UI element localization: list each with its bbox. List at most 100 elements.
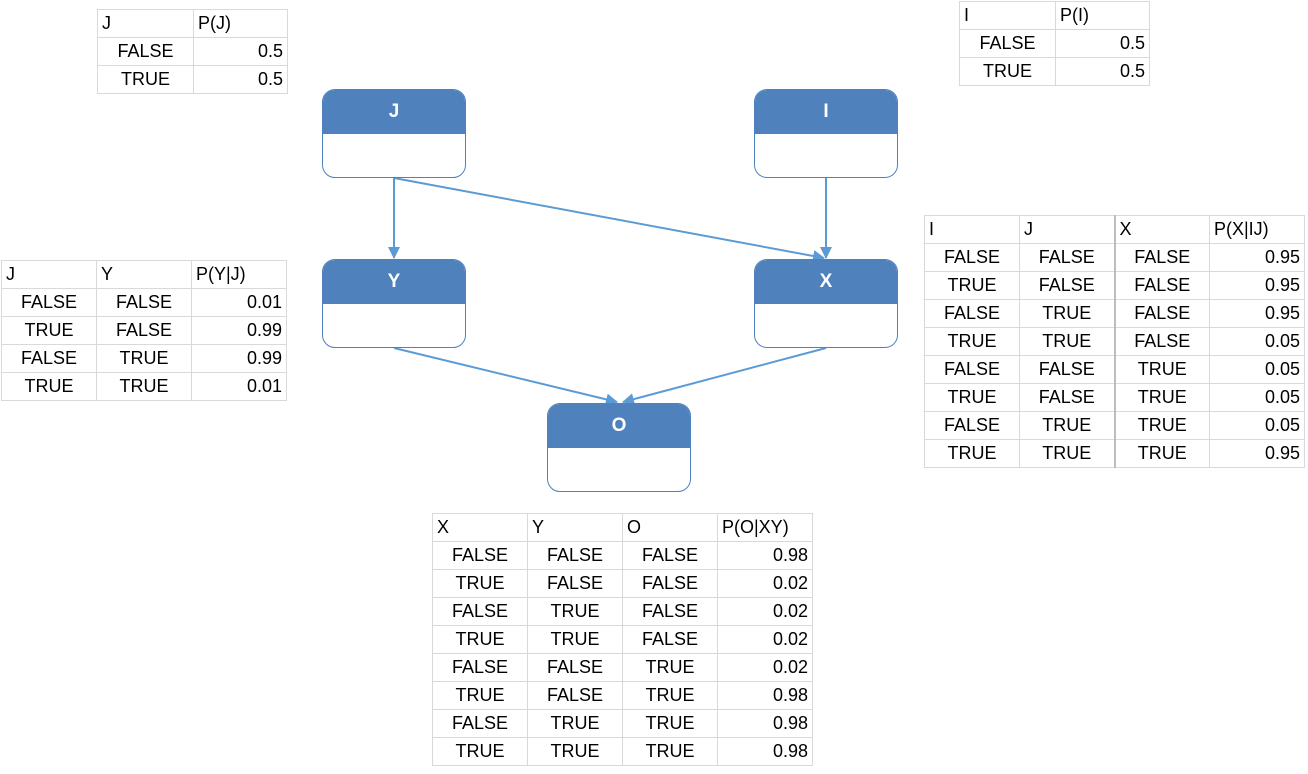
table-row: TRUE 0.5	[959, 57, 1150, 86]
header-cell: X	[432, 513, 528, 542]
node-y-label: Y	[323, 260, 465, 304]
probability-cell: 0.98	[717, 541, 813, 570]
table-cell: TRUE	[527, 737, 623, 766]
table-cell: TRUE	[432, 569, 528, 598]
table-cell: TRUE	[1, 316, 97, 345]
node-j-label: J	[323, 90, 465, 134]
table-row: FALSE TRUE FALSE 0.95	[924, 299, 1305, 328]
table-cell: TRUE	[1019, 439, 1115, 468]
probability-cell: 0.05	[1209, 383, 1305, 412]
header-cell: P(I)	[1055, 1, 1150, 30]
probability-cell: 0.98	[717, 737, 813, 766]
table-cell: FALSE	[924, 299, 1020, 328]
table-cell: TRUE	[622, 737, 718, 766]
edge-y-to-o	[393, 347, 618, 406]
node-o: O	[547, 403, 691, 492]
node-y: Y	[322, 259, 466, 348]
table-header-row: J Y P(Y|J)	[1, 260, 287, 289]
table-p-i: I P(I) FALSE 0.5 TRUE 0.5	[959, 1, 1150, 86]
table-cell: TRUE	[1019, 299, 1115, 328]
table-header-row: J P(J)	[97, 9, 288, 38]
table-p-o-given-xy: X Y O P(O|XY) FALSE FALSE FALSE 0.98 TRU…	[432, 513, 813, 766]
table-cell: FALSE	[432, 597, 528, 626]
table-cell: FALSE	[527, 569, 623, 598]
table-cell: TRUE	[1113, 355, 1210, 384]
table-cell: FALSE	[1113, 299, 1210, 328]
probability-cell: 0.95	[1209, 243, 1305, 272]
table-cell: FALSE	[527, 653, 623, 682]
table-cell: FALSE	[924, 411, 1020, 440]
table-cell: TRUE	[924, 271, 1020, 300]
header-cell: P(J)	[193, 9, 288, 38]
header-cell: I	[924, 215, 1020, 244]
table-cell: TRUE	[959, 57, 1056, 86]
table-p-y-given-j: J Y P(Y|J) FALSE FALSE 0.01 TRUE FALSE 0…	[1, 260, 287, 401]
probability-cell: 0.5	[193, 65, 288, 94]
table-cell: TRUE	[1113, 439, 1210, 468]
probability-cell: 0.5	[1055, 57, 1150, 86]
probability-cell: 0.02	[717, 625, 813, 654]
header-cell: Y	[527, 513, 623, 542]
table-row: FALSE FALSE 0.01	[1, 288, 287, 317]
probability-cell: 0.95	[1209, 439, 1305, 468]
table-cell: TRUE	[1019, 411, 1115, 440]
table-cell: TRUE	[527, 625, 623, 654]
table-row: FALSE TRUE FALSE 0.02	[432, 597, 813, 626]
table-cell: TRUE	[432, 625, 528, 654]
probability-cell: 0.95	[1209, 299, 1305, 328]
table-row: TRUE TRUE FALSE 0.02	[432, 625, 813, 654]
table-cell: FALSE	[1, 288, 97, 317]
header-cell: P(X|IJ)	[1209, 215, 1305, 244]
table-header-row: I P(I)	[959, 1, 1150, 30]
table-cell: TRUE	[432, 681, 528, 710]
probability-cell: 0.95	[1209, 271, 1305, 300]
table-cell: TRUE	[527, 709, 623, 738]
header-cell: O	[622, 513, 718, 542]
probability-cell: 0.99	[191, 316, 287, 345]
table-row: TRUE FALSE FALSE 0.95	[924, 271, 1305, 300]
header-cell: J	[1, 260, 97, 289]
probability-cell: 0.01	[191, 288, 287, 317]
table-cell: FALSE	[527, 541, 623, 570]
table-cell: FALSE	[1113, 327, 1210, 356]
table-cell: TRUE	[924, 383, 1020, 412]
table-cell: TRUE	[432, 737, 528, 766]
table-header-row: I J X P(X|IJ)	[924, 215, 1305, 244]
table-cell: TRUE	[924, 439, 1020, 468]
table-cell: TRUE	[527, 597, 623, 626]
table-cell: FALSE	[1, 344, 97, 373]
header-cell: P(O|XY)	[717, 513, 813, 542]
table-p-j: J P(J) FALSE 0.5 TRUE 0.5	[97, 9, 288, 94]
table-row: FALSE FALSE TRUE 0.05	[924, 355, 1305, 384]
table-cell: TRUE	[622, 653, 718, 682]
table-row: FALSE TRUE TRUE 0.05	[924, 411, 1305, 440]
table-row: TRUE TRUE TRUE 0.98	[432, 737, 813, 766]
node-i-label: I	[755, 90, 897, 134]
header-cell: P(Y|J)	[191, 260, 287, 289]
edge-j-to-x	[393, 177, 825, 262]
table-row: TRUE FALSE FALSE 0.02	[432, 569, 813, 598]
table-cell: FALSE	[1113, 271, 1210, 300]
table-row: FALSE 0.5	[959, 29, 1150, 58]
table-cell: FALSE	[1019, 383, 1115, 412]
table-cell: FALSE	[1113, 243, 1210, 272]
table-cell: TRUE	[622, 681, 718, 710]
table-cell: FALSE	[96, 288, 192, 317]
table-cell: TRUE	[1, 372, 97, 401]
probability-cell: 0.98	[717, 709, 813, 738]
table-row: FALSE FALSE TRUE 0.02	[432, 653, 813, 682]
probability-cell: 0.05	[1209, 411, 1305, 440]
table-row: FALSE TRUE 0.99	[1, 344, 287, 373]
table-cell: FALSE	[1019, 271, 1115, 300]
table-cell: TRUE	[622, 709, 718, 738]
table-cell: FALSE	[1019, 243, 1115, 272]
table-row: TRUE TRUE 0.01	[1, 372, 287, 401]
probability-cell: 0.5	[193, 37, 288, 66]
table-row: TRUE FALSE TRUE 0.98	[432, 681, 813, 710]
table-cell: FALSE	[924, 243, 1020, 272]
table-row: TRUE TRUE FALSE 0.05	[924, 327, 1305, 356]
table-cell: FALSE	[622, 625, 718, 654]
table-cell: TRUE	[96, 372, 192, 401]
table-cell: TRUE	[1113, 383, 1210, 412]
probability-cell: 0.02	[717, 597, 813, 626]
